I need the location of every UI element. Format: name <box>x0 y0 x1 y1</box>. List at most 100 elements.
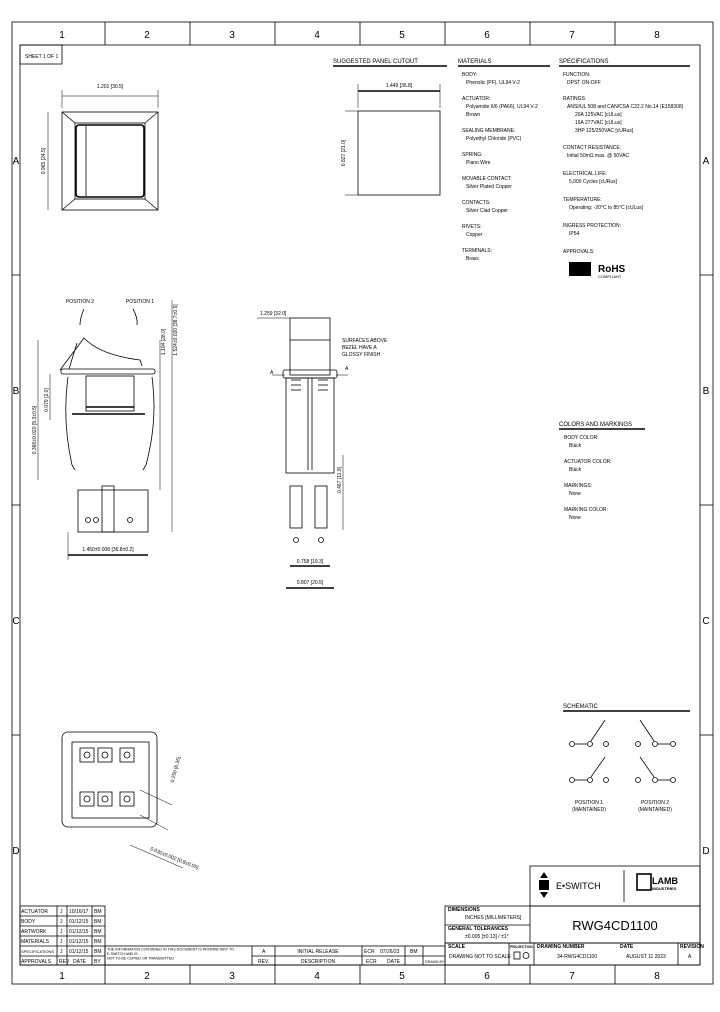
row-label: D <box>702 846 709 857</box>
material-value: Polyamide 6/6 (PA66), UL94 V-2 <box>466 104 538 110</box>
column-label: 3 <box>229 971 235 982</box>
svg-text:01/12/15: 01/12/15 <box>69 949 89 955</box>
spec-value: Initial 50mΩ max. @ 50VAC <box>567 153 629 159</box>
spec-value: 3HP 125/250VAC [cURus] <box>575 128 634 134</box>
scale-value: DRAWING NOT TO SCALE <box>449 954 511 960</box>
schematic-section: SCHEMATIC POSITION 1 (MAINTAINED) POSITI… <box>563 704 690 813</box>
spec-label: RATINGS: <box>563 96 586 102</box>
description-column-label: DESCRIPTION <box>301 959 336 965</box>
row-label: B <box>13 386 20 397</box>
material-value: Polyethyl Chloride (PVC) <box>466 136 522 142</box>
row-label: A <box>13 156 20 167</box>
marking-label: MARKINGS: <box>564 483 592 489</box>
column-label: 8 <box>654 971 660 982</box>
ecr-value: ECR <box>364 949 375 955</box>
revision-block: THE INFORMATION CONTAINED IN THIS DOCUME… <box>104 945 446 966</box>
e-switch-logo: E•SWITCH <box>539 872 601 898</box>
svg-text:REV: REV <box>59 959 70 965</box>
side-dimension-c: 0.366±0.020 [9.3±0.5] <box>32 405 38 454</box>
materials-title: MATERIALS <box>458 59 492 65</box>
column-label: 4 <box>314 30 320 41</box>
column-label: 7 <box>569 971 575 982</box>
svg-text:J: J <box>60 919 63 925</box>
proprietary-notice: NOT TO BE COPIED OR TRANSMITTED <box>107 956 174 960</box>
schematic-position-2-note: (MAINTAINED) <box>638 807 672 813</box>
finish-note-line: BEZEL HAVE A <box>342 345 377 351</box>
spec-value: ANSI/UL 508 and CAN/CSA C22.2 No.14 (E15… <box>567 104 684 110</box>
schematic-position-1: POSITION 1 <box>575 800 603 806</box>
units-label: DIMENSIONS <box>448 907 480 913</box>
end-top-dimension: 1.259 [32.0] <box>260 311 287 317</box>
material-value: Piano Wire <box>466 160 491 166</box>
material-label: ACTUATOR: <box>462 96 490 102</box>
svg-text:01/12/15: 01/12/15 <box>69 919 89 925</box>
rohs-logo: RoHS <box>598 264 626 275</box>
side-dimension-a: 1.104 [28.0] <box>161 328 167 355</box>
side-view: POSITION 2 POSITION 1 1.450±0.008 [36.8±… <box>32 299 179 560</box>
revision-letter: A <box>262 949 266 955</box>
revision-value: A <box>688 954 692 960</box>
projection-label: PROJECTION <box>510 945 533 949</box>
svg-text:J: J <box>60 939 63 945</box>
cutout-height-dimension: 0.827 [21.0] <box>341 139 347 166</box>
units-value: INCHES [MILLIMETERS] <box>465 915 522 921</box>
column-label: 4 <box>314 971 320 982</box>
svg-text:INDUSTRIES: INDUSTRIES <box>652 886 677 891</box>
material-label: TERMINALS: <box>462 248 492 254</box>
end-bottom-dimension-1: 0.758 [19.3] <box>297 559 324 565</box>
bottom-thickness-dimension: 0.032±0.002 [0.8±0.05] <box>149 846 199 871</box>
svg-text:E•SWITCH: E•SWITCH <box>556 881 601 891</box>
svg-text:ARTWORK: ARTWORK <box>21 929 47 935</box>
svg-text:J: J <box>60 909 63 915</box>
part-number: RWG4CD1100 <box>572 918 658 933</box>
sheet-frame <box>11 21 714 985</box>
panel-cutout-view: SUGGESTED PANEL CUTOUT 1.449 [36.8] 0.82… <box>333 59 447 196</box>
column-label: 6 <box>484 971 490 982</box>
section-marker: A <box>270 370 274 376</box>
material-value: Brown <box>466 112 480 118</box>
tolerance-value: ±0.005 [±0.13] / ±1° <box>465 934 509 940</box>
svg-text:ACTUATOR: ACTUATOR <box>21 909 48 915</box>
spec-label: INGRESS PROTECTION: <box>563 223 621 229</box>
date-value: AUGUST 11 2023 <box>626 954 666 960</box>
svg-text:01/12/15: 01/12/15 <box>69 929 89 935</box>
spec-value: 20A 125VAC [cULus] <box>575 112 622 118</box>
material-label: RIVETS: <box>462 224 481 230</box>
svg-text:J: J <box>60 929 63 935</box>
material-label: BODY: <box>462 72 477 78</box>
drawing-number-label: DRAWING NUMBER <box>537 944 585 950</box>
column-label: 5 <box>399 30 405 41</box>
spec-label: TEMPERATURE: <box>563 197 602 203</box>
third-angle-projection-icon <box>513 951 530 960</box>
section-marker: A <box>345 366 349 372</box>
material-label: SPRING: <box>462 152 483 158</box>
svg-text:BM: BM <box>94 949 102 955</box>
spec-value: IP54 <box>569 231 580 237</box>
row-label: C <box>12 616 19 627</box>
material-label: SEALING MEMBRANE: <box>462 128 515 134</box>
colors-markings-title: COLORS AND MARKINGS <box>559 422 632 428</box>
row-label: B <box>703 386 710 397</box>
cutout-width-dimension: 1.449 [36.8] <box>386 83 413 89</box>
svg-text:BM: BM <box>94 929 102 935</box>
svg-text:LAMB: LAMB <box>652 876 678 886</box>
material-value: Phenolic (PF), UL94 V-2 <box>466 80 520 86</box>
material-value: Brass <box>466 256 479 262</box>
side-dimension-b: 1.524±0.020 [38.7±0.5] <box>173 304 179 356</box>
spec-value: Operating: -20°C to 85°C [cULus] <box>569 205 644 211</box>
row-label: D <box>12 846 19 857</box>
revision-by: BM <box>410 949 418 955</box>
sheet-number: SHEET 1 OF 1 <box>25 54 58 60</box>
svg-text:BY: BY <box>94 959 101 965</box>
column-label: 6 <box>484 30 490 41</box>
zone-labels: 1 2 3 4 5 6 7 8 1 2 3 4 5 6 7 8 A B C D … <box>12 30 709 982</box>
end-bottom-dimension-2: 0.807 [20.5] <box>297 580 324 586</box>
column-label: 5 <box>399 971 405 982</box>
revision-description: INITIAL RELEASE <box>297 949 339 955</box>
marking-label: MARKING COLOR: <box>564 507 608 513</box>
colors-markings-section: COLORS AND MARKINGS BODY COLOR: Black AC… <box>559 422 645 521</box>
proprietary-notice: THE INFORMATION CONTAINED IN THIS DOCUME… <box>107 948 234 956</box>
